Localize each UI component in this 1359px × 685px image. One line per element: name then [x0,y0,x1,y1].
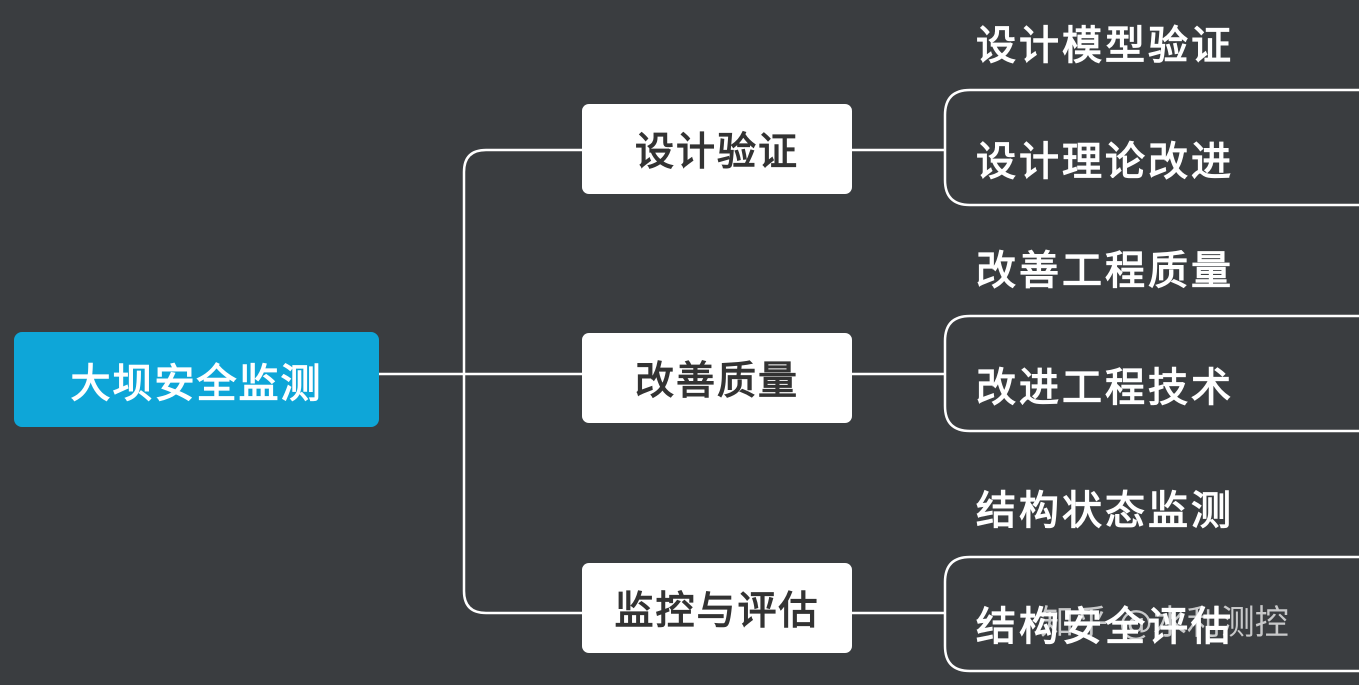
leaf-bracket-2 [943,314,1359,433]
leaf-node[interactable]: 结构安全评估 [976,604,1234,650]
branch-node-design-verification[interactable]: 设计验证 [582,104,852,194]
leaf-node[interactable]: 改进工程技术 [976,365,1234,411]
branch-label: 改善质量 [634,359,799,404]
leaf-node[interactable]: 改善工程质量 [976,248,1234,294]
root-node[interactable]: 大坝安全监测 [14,332,379,427]
branch-label: 监控与评估 [614,589,820,634]
leaf-bracket-3 [943,555,1359,673]
leaf-node[interactable]: 设计理论改进 [976,139,1234,185]
watermark: 知乎 @水利测控 [1040,606,1289,640]
leaf-node[interactable]: 结构状态监测 [976,488,1234,534]
branch-node-improve-quality[interactable]: 改善质量 [582,333,852,423]
leaf-bracket-1 [943,88,1359,207]
leaf-node[interactable]: 设计模型验证 [976,23,1234,69]
root-label: 大坝安全监测 [70,360,323,407]
connector-trunk-branch-1 [462,148,582,374]
branch-label: 设计验证 [634,130,799,175]
branch-node-monitor-evaluate[interactable]: 监控与评估 [582,563,852,653]
connector-trunk-branch-3 [462,374,582,615]
watermark-text: 知乎 @水利测控 [1040,603,1289,643]
